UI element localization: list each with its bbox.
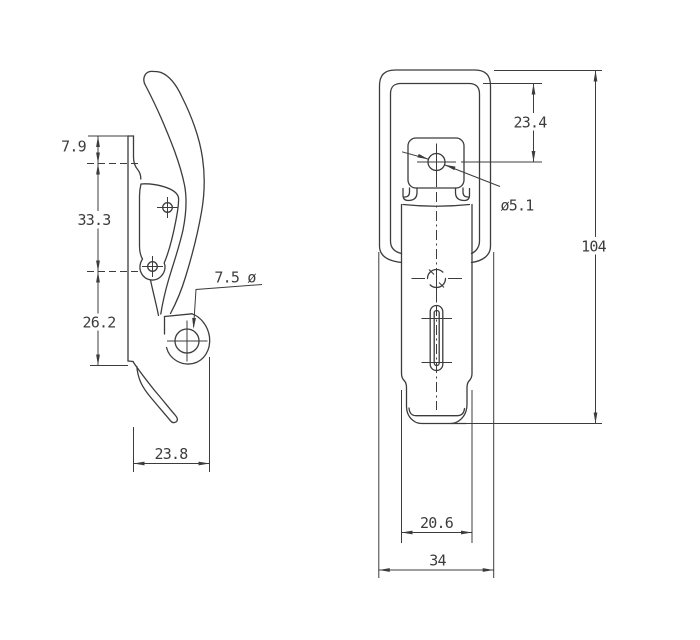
dim-side-hook-diameter: 7.5 ø xyxy=(192,269,263,329)
side-view: 7.9 33.3 26.2 23.8 7.5 ø xyxy=(61,70,263,472)
side-mounting-plate xyxy=(127,135,142,363)
side-strap-tail xyxy=(132,361,178,424)
dim-label-inner-width: 20.6 xyxy=(420,514,454,532)
dim-label-overall-width: 34 xyxy=(429,552,446,570)
dim-front-inner-width: 20.6 xyxy=(401,390,473,543)
dim-side-depth: 23.8 xyxy=(133,357,210,472)
dim-front-overall-width: 34 xyxy=(378,552,494,572)
dim-label-hole-diameter: ø5.1 xyxy=(501,197,535,215)
dim-label-overall-height: 104 xyxy=(581,238,606,256)
front-bail-loop xyxy=(378,69,492,264)
handle-tip xyxy=(143,70,162,85)
front-latch-plate xyxy=(400,192,473,425)
dim-label-hook-diameter: 7.5 ø xyxy=(214,269,256,287)
front-view: ø5.1 23.4 104 20.6 xyxy=(378,69,607,578)
front-base-plate xyxy=(378,252,495,578)
dim-label-lower-span: 26.2 xyxy=(83,314,116,332)
dim-front-hole-offset: 23.4 xyxy=(461,83,548,163)
dim-side-vertical-chain: 7.9 33.3 26.2 xyxy=(61,135,128,366)
dim-front-overall-height: 104 xyxy=(466,70,607,424)
dim-label-pivot-span: 33.3 xyxy=(78,211,111,229)
dim-front-hole-diameter: ø5.1 xyxy=(401,151,535,215)
spring-plate xyxy=(407,137,465,189)
side-hook xyxy=(163,313,211,365)
dim-label-depth: 23.8 xyxy=(155,445,189,463)
front-spring-clip xyxy=(402,137,471,207)
side-lever-handle xyxy=(143,70,205,317)
side-pivot-bracket xyxy=(138,183,180,281)
dim-label-hole-offset: 23.4 xyxy=(514,114,548,132)
dim-label-top-offset: 7.9 xyxy=(61,138,86,156)
